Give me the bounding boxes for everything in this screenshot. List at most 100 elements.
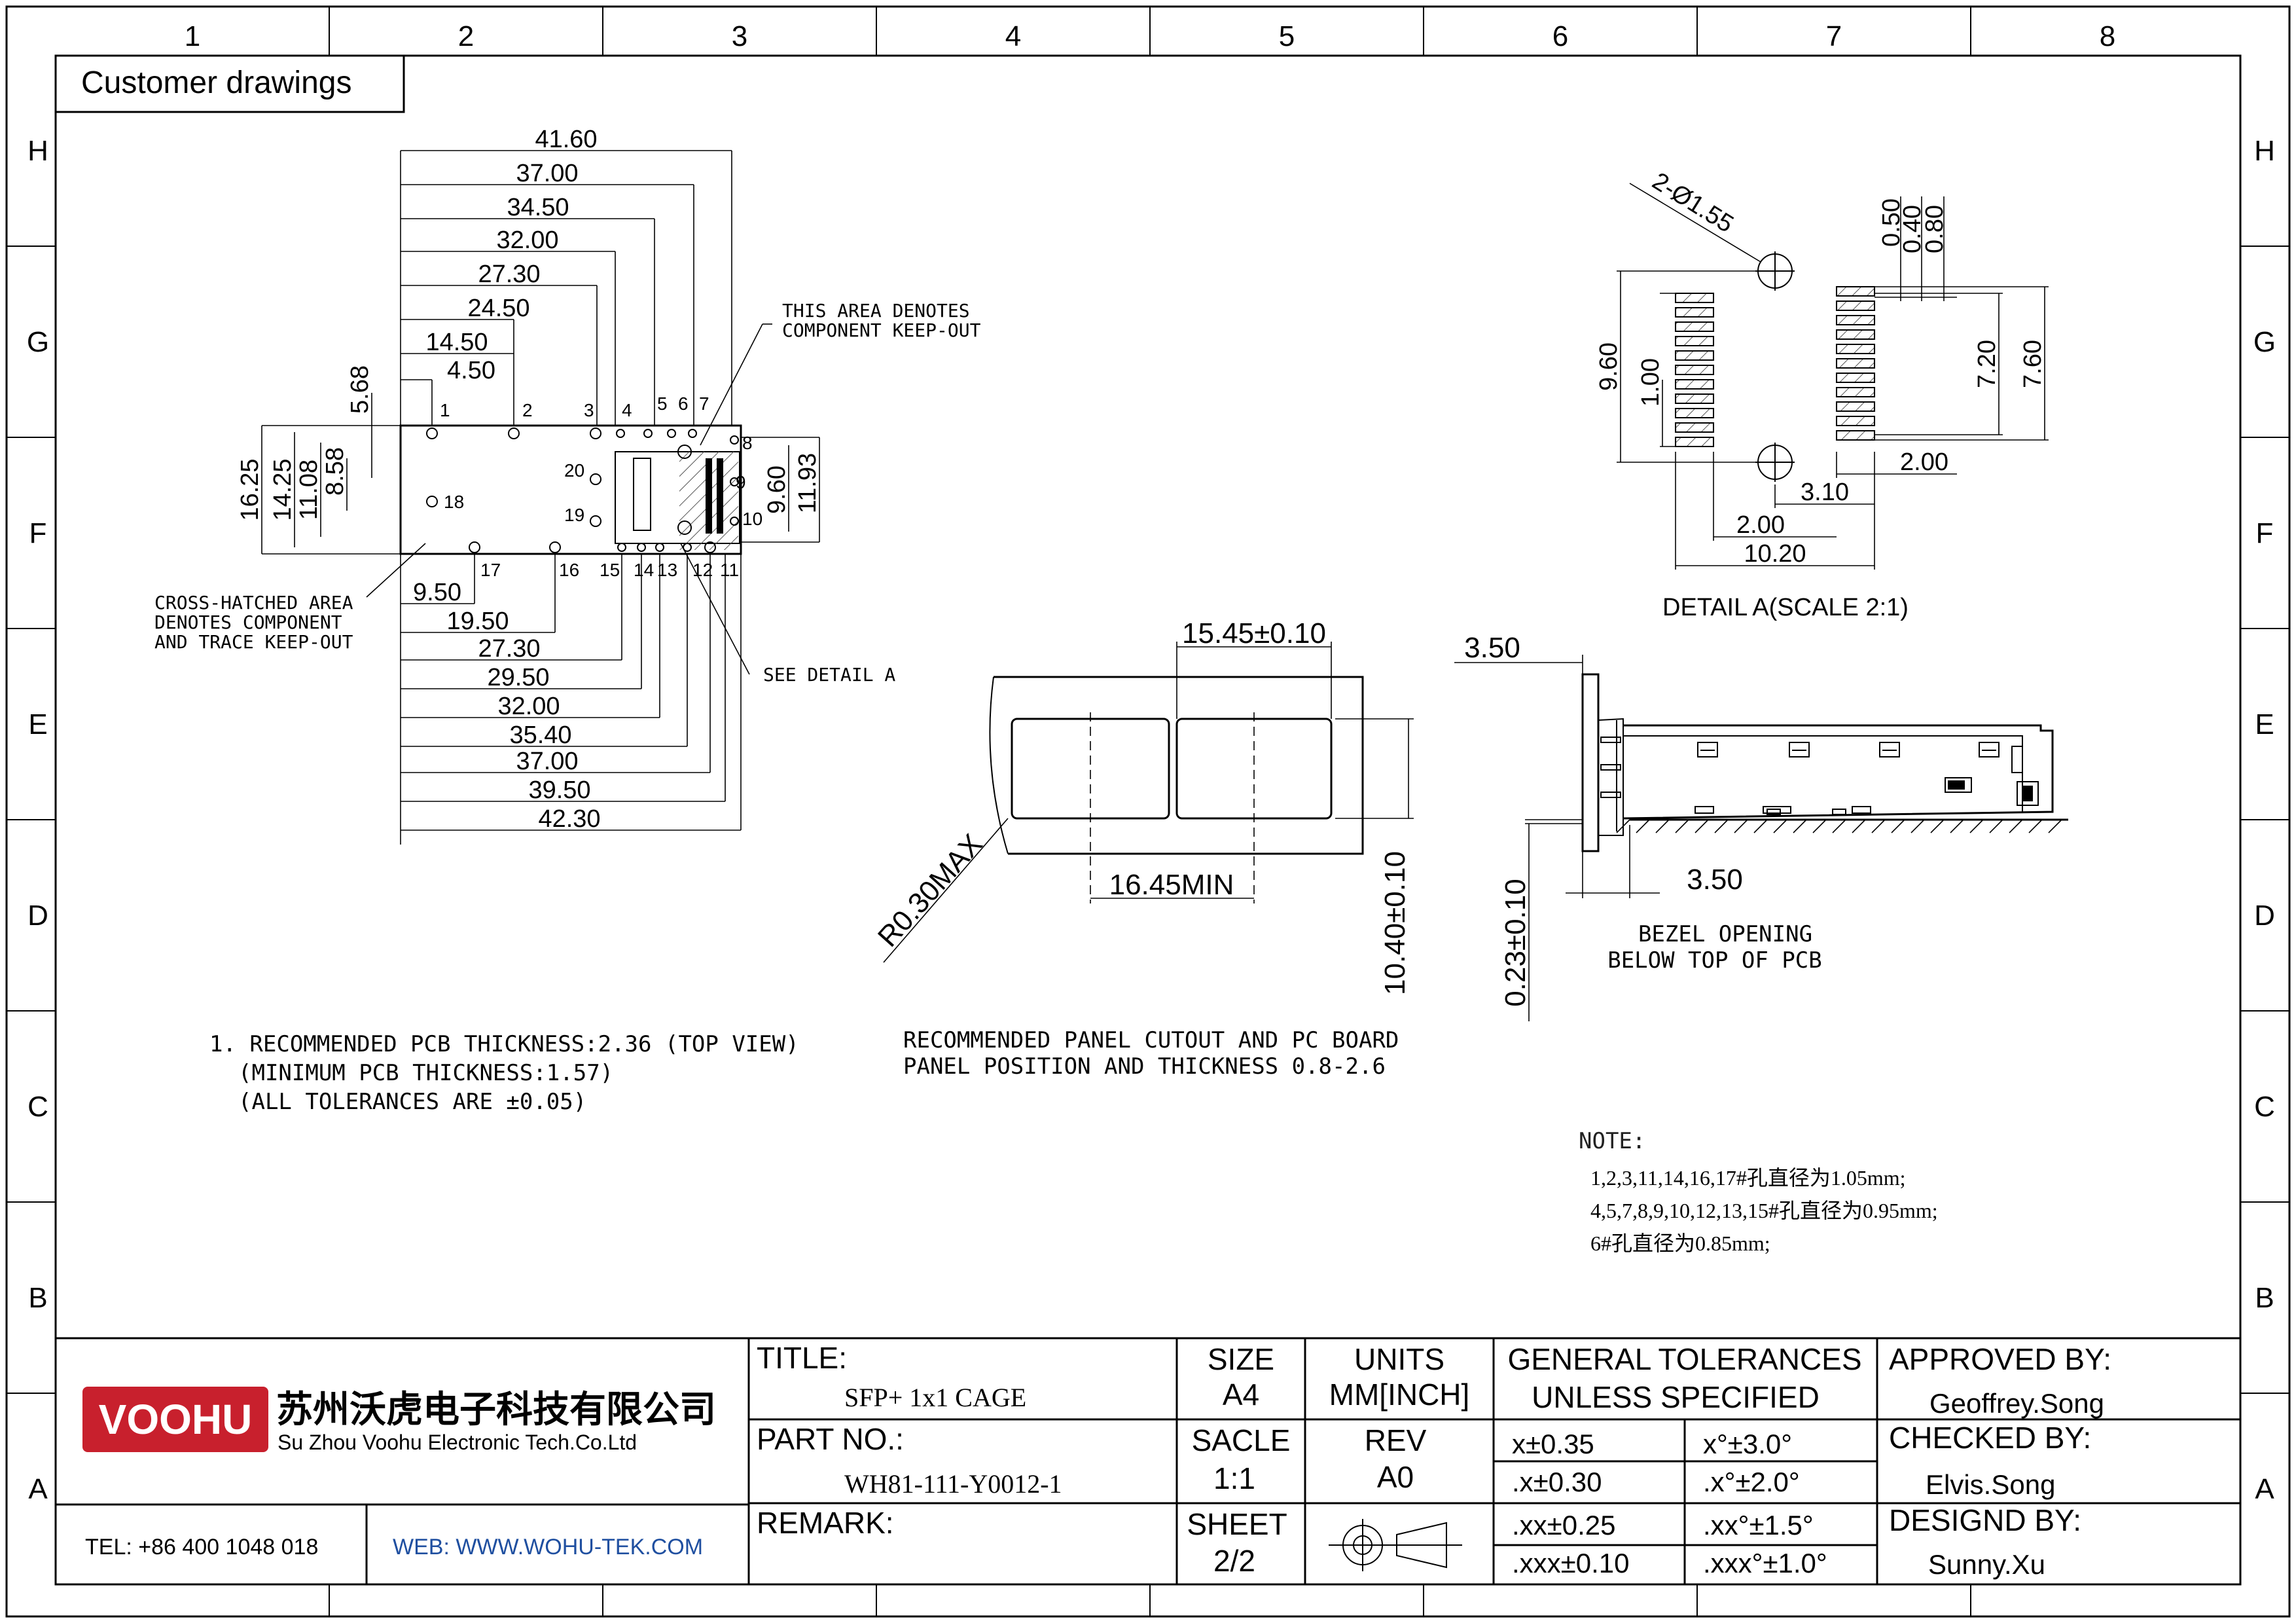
row-label: C: [27, 1091, 48, 1123]
dim-label: 1.00: [1637, 358, 1664, 407]
svg-text:6#孔直径为0.85mm;: 6#孔直径为0.85mm;: [1590, 1231, 1770, 1255]
dim-label: 0.50: [1878, 198, 1905, 247]
row-label: A: [2255, 1473, 2274, 1505]
checked-value: Elvis.Song: [1926, 1469, 2055, 1500]
row-label: D: [2254, 900, 2275, 932]
dim-label: 5.68: [346, 365, 374, 414]
detail-caption: DETAIL A(SCALE 2:1): [1662, 594, 1909, 621]
part-label: PART NO.:: [757, 1422, 904, 1456]
size-label: SIZE: [1208, 1342, 1274, 1376]
keepout-note: COMPONENT KEEP-OUT: [782, 319, 981, 341]
dim-label: 42.30: [538, 805, 600, 833]
units-label: UNITS: [1354, 1342, 1444, 1376]
company-cn: 苏州沃虎电子科技有限公司: [276, 1389, 716, 1430]
col-label: 4: [1005, 20, 1021, 52]
pin-label: 1: [440, 400, 450, 420]
tol-value: x°±3.0°: [1703, 1429, 1792, 1459]
pin-label: 12: [692, 560, 713, 580]
dim-label: 11.93: [794, 453, 821, 513]
dim-label: 11.08: [295, 460, 323, 520]
dim-label: 9.50: [413, 579, 461, 606]
row-label: H: [2254, 135, 2275, 167]
approved-value: Geoffrey.Song: [1929, 1388, 2104, 1419]
rev-label: REV: [1365, 1423, 1427, 1457]
row-label: D: [27, 900, 48, 932]
pin-label: 3: [584, 400, 594, 420]
dim-label: 2.00: [1736, 511, 1785, 539]
scale-value: 1:1: [1213, 1461, 1255, 1495]
dim-label: 2.00: [1900, 448, 1948, 476]
dim-label: 9.60: [763, 465, 791, 514]
sheet-value: 2/2: [1213, 1544, 1255, 1578]
col-label: 5: [1279, 20, 1295, 52]
row-label: E: [2255, 708, 2274, 740]
dim-label: 37.00: [516, 160, 578, 187]
tol-value: .xxx°±1.0°: [1703, 1548, 1827, 1578]
projection-symbol-icon: [1329, 1519, 1462, 1571]
pin-label: 8: [742, 433, 753, 453]
company-en: Su Zhou Voohu Electronic Tech.Co.Ltd: [278, 1431, 637, 1454]
sheet-label: SHEET: [1187, 1507, 1287, 1541]
dim-label: 14.25: [269, 458, 296, 520]
dim-label: 32.00: [496, 227, 558, 254]
panel-cutout-view: 15.45±0.10 16.45MIN R0.30MAX 10.40±0.10 …: [872, 617, 1414, 1080]
crosshatch-note: AND TRACE KEEP-OUT: [154, 631, 353, 653]
dim-label: 29.50: [487, 664, 549, 691]
row-label: B: [2255, 1282, 2274, 1314]
svg-text:1. RECOMMENDED PCB THICKNESS:2: 1. RECOMMENDED PCB THICKNESS:2.36 (TOP V…: [209, 1031, 799, 1057]
rev-value: A0: [1377, 1460, 1414, 1494]
bezel-caption: BEZEL OPENING: [1638, 921, 1812, 947]
pin-label: 11: [720, 560, 739, 580]
dim-label: 19.50: [446, 608, 509, 635]
pin-label: 15: [600, 560, 620, 580]
keepout-note: THIS AREA DENOTES: [782, 300, 970, 321]
pin-label: 10: [742, 509, 762, 529]
pin-label: 13: [657, 560, 677, 580]
hole-note: NOTE: 1,2,3,11,14,16,17#孔直径为1.05mm; 4,5,…: [1579, 1128, 1938, 1255]
pin-label: 5: [657, 393, 668, 414]
row-label: E: [28, 708, 47, 740]
col-label: 3: [732, 20, 747, 52]
bezel-caption: BELOW TOP OF PCB: [1607, 947, 1822, 974]
approved-label: APPROVED BY:: [1889, 1342, 2111, 1376]
crosshatch-note: DENOTES COMPONENT: [154, 611, 342, 633]
svg-text:(ALL TOLERANCES ARE ±0.05): (ALL TOLERANCES ARE ±0.05): [238, 1089, 586, 1115]
dim-label: 37.00: [516, 748, 578, 775]
row-label: F: [2256, 517, 2274, 549]
svg-text:NOTE:: NOTE:: [1579, 1128, 1645, 1154]
dim-label: 32.00: [497, 693, 560, 720]
pin-label: 18: [444, 492, 464, 512]
row-label: C: [2254, 1091, 2275, 1123]
pin-label: 16: [559, 560, 579, 580]
dim-label: 3.50: [1464, 632, 1520, 664]
dim-label: 27.30: [478, 635, 540, 663]
dim-label: 0.23±0.10: [1499, 879, 1532, 1006]
dim-label: 7.60: [2019, 340, 2047, 388]
pin-label: 4: [622, 400, 632, 420]
tol-value: .x°±2.0°: [1703, 1467, 1800, 1497]
design-label: DESIGND BY:: [1889, 1503, 2081, 1537]
remark-label: REMARK:: [757, 1506, 894, 1540]
dim-label: 35.40: [509, 721, 571, 749]
panel-caption: PANEL POSITION AND THICKNESS 0.8-2.6: [903, 1053, 1386, 1080]
dim-label: 16.25: [236, 458, 264, 520]
dim-label: 3.10: [1801, 479, 1849, 506]
dim-label: 16.45MIN: [1109, 869, 1234, 901]
dim-label: 10.40±0.10: [1379, 851, 1411, 995]
drawing-frame: 1 2 3 4 5 6 7 8 H G F E D C B A H G F E …: [5, 5, 2291, 1618]
svg-text:4,5,7,8,9,10,12,13,15#孔直径为0.95: 4,5,7,8,9,10,12,13,15#孔直径为0.95mm;: [1590, 1199, 1938, 1222]
col-label: 7: [1826, 20, 1842, 52]
dim-label: 7.20: [1973, 340, 2001, 388]
size-value: A4: [1223, 1377, 1259, 1412]
col-label: 1: [185, 20, 200, 52]
tol-header: GENERAL TOLERANCES: [1507, 1342, 1861, 1376]
tol-value: .xx°±1.5°: [1703, 1510, 1814, 1541]
units-value: MM[INCH]: [1329, 1377, 1470, 1412]
col-label: 8: [2100, 20, 2115, 52]
col-label: 2: [458, 20, 474, 52]
tol-value: .xxx±0.10: [1512, 1548, 1629, 1578]
dim-label: 3.50: [1687, 864, 1743, 896]
crosshatch-note: CROSS-HATCHED AREA: [154, 592, 353, 613]
row-label: H: [27, 135, 48, 167]
